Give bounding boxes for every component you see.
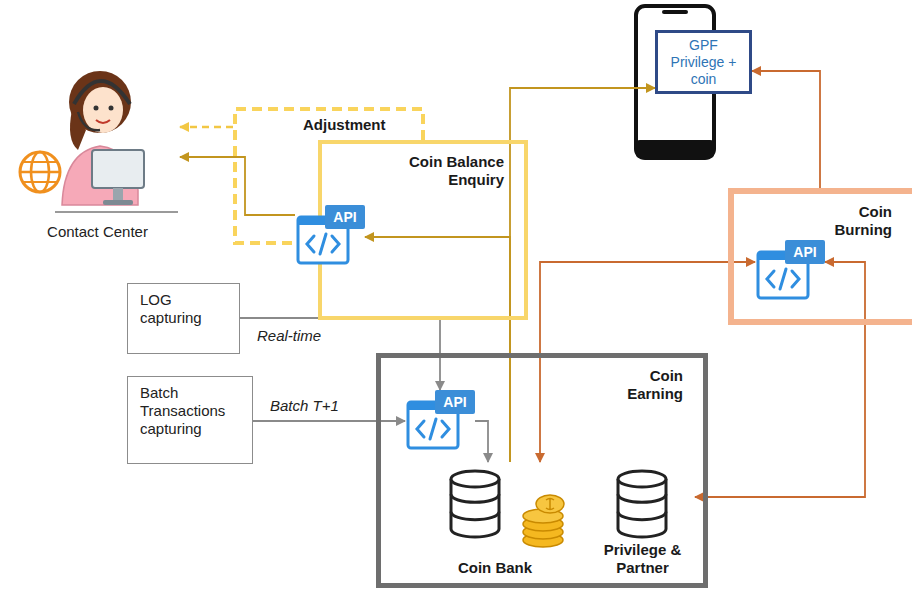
api-node: API <box>295 205 365 267</box>
edge-label: Real-time <box>254 327 324 345</box>
contact-center-illustration <box>20 71 178 212</box>
node-label: Contact Center <box>47 223 148 241</box>
person-smile <box>96 120 110 123</box>
monitor-base <box>103 200 133 205</box>
node-label: LOG capturing <box>140 291 227 327</box>
node-label: Privilege & Partner <box>590 541 695 577</box>
headset-mic <box>78 112 100 130</box>
person-eye <box>109 106 114 111</box>
group-title: Coin Earning <box>611 367 683 403</box>
phone-chin <box>636 140 714 158</box>
person-hair-side <box>70 110 86 150</box>
globe-latitude <box>24 161 56 163</box>
source-box: LOG capturing <box>127 283 240 354</box>
database-ring <box>451 512 499 520</box>
api-tab <box>325 205 365 229</box>
edge-label: Batch T+1 <box>267 397 342 415</box>
headset-band <box>74 81 130 104</box>
connector <box>540 262 755 462</box>
node-label: API <box>435 390 475 414</box>
node-label: Batch Transactions capturing <box>140 384 240 438</box>
coin-upright <box>536 495 564 513</box>
node-label: API <box>785 240 825 264</box>
database-ring <box>451 494 499 502</box>
globe-icon <box>20 152 60 192</box>
coin-mark <box>546 498 554 510</box>
database-top <box>618 471 666 487</box>
earning-group: Coin EarningAPI Coin Bank Privilege & Part… <box>376 353 708 588</box>
connector <box>365 237 510 462</box>
burning-group: Coin BurningAPI <box>728 188 912 325</box>
person-face <box>83 87 123 133</box>
desk-line <box>55 211 178 213</box>
connector <box>510 88 655 462</box>
connector <box>475 421 488 462</box>
monitor-screen <box>92 150 144 188</box>
edge-label-holder: Batch T+1 <box>267 397 342 415</box>
code-symbol <box>307 234 339 254</box>
connector <box>752 71 820 188</box>
group-title: Coin Burning <box>820 203 892 239</box>
coin-stack-illustration <box>523 495 564 547</box>
database-ring <box>618 512 666 520</box>
code-symbol <box>417 419 449 439</box>
monitor-stand <box>113 188 123 202</box>
contact-center: Contact Center <box>15 50 180 245</box>
api-node: API <box>755 240 825 302</box>
node-label: GPF Privilege + coin <box>670 37 737 88</box>
node-label: API <box>325 205 365 229</box>
adjustment-outline <box>235 109 423 243</box>
api-tab <box>785 240 825 264</box>
group-title: Coin Balance Enquiry <box>386 153 504 189</box>
node-label: Coin Bank <box>458 559 532 577</box>
phone-speaker <box>662 10 688 14</box>
connector <box>180 157 295 215</box>
database-node: Privilege & Partner <box>590 462 695 580</box>
source-box: Batch Transactions capturing <box>127 376 253 464</box>
code-symbol <box>767 269 799 289</box>
database-top <box>451 471 499 487</box>
globe-latitude <box>24 181 56 183</box>
person-eye <box>94 106 99 111</box>
api-node: API <box>405 390 475 452</box>
group-title: Adjustment <box>303 116 386 134</box>
api-tab <box>435 390 475 414</box>
edge-label-holder: Real-time <box>254 327 324 345</box>
database-ring <box>618 494 666 502</box>
database-node: Coin Bank <box>435 462 555 580</box>
privilege-box: GPF Privilege + coin <box>655 30 752 94</box>
connector <box>253 420 405 422</box>
globe-equator <box>20 171 60 174</box>
connector <box>180 126 233 129</box>
